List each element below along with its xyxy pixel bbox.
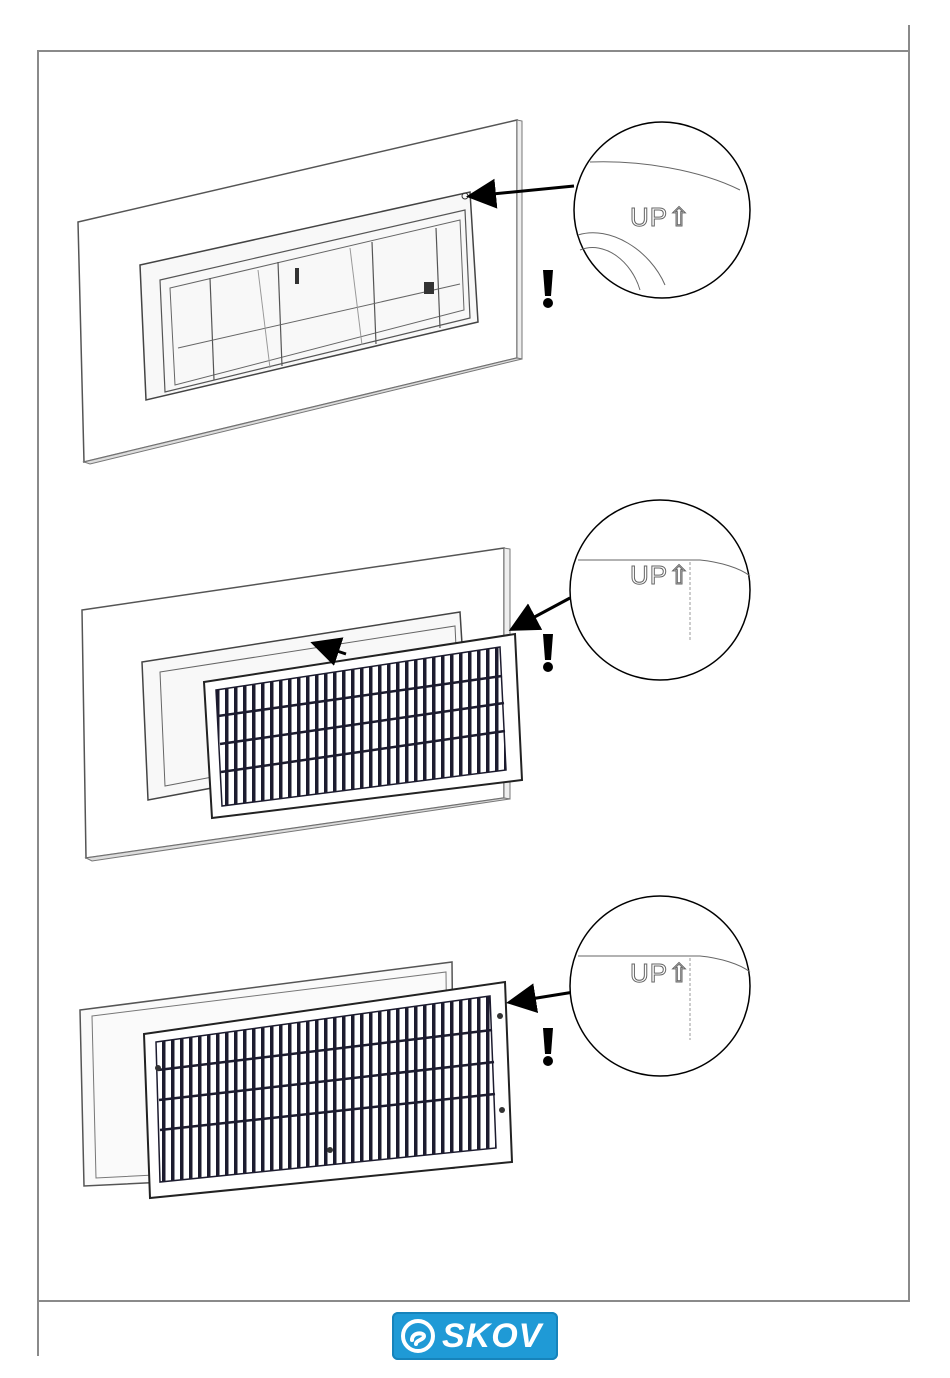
- step3-warning-icon: [543, 1028, 553, 1066]
- step1-up-label: UP⇧: [630, 202, 691, 232]
- step3-illustration: UP⇧: [80, 896, 750, 1198]
- step1-warning-icon: [543, 270, 553, 308]
- skov-logo: SKOV: [392, 1312, 558, 1360]
- step1-illustration: UP⇧: [78, 120, 750, 464]
- step3-up-label: UP⇧: [630, 958, 691, 988]
- step2-up-label: UP⇧: [630, 560, 691, 590]
- step2-warning-icon: [543, 634, 553, 672]
- step2-illustration: UP⇧: [82, 500, 750, 861]
- skov-logo-icon: [400, 1318, 436, 1354]
- logo-text: SKOV: [442, 1317, 542, 1356]
